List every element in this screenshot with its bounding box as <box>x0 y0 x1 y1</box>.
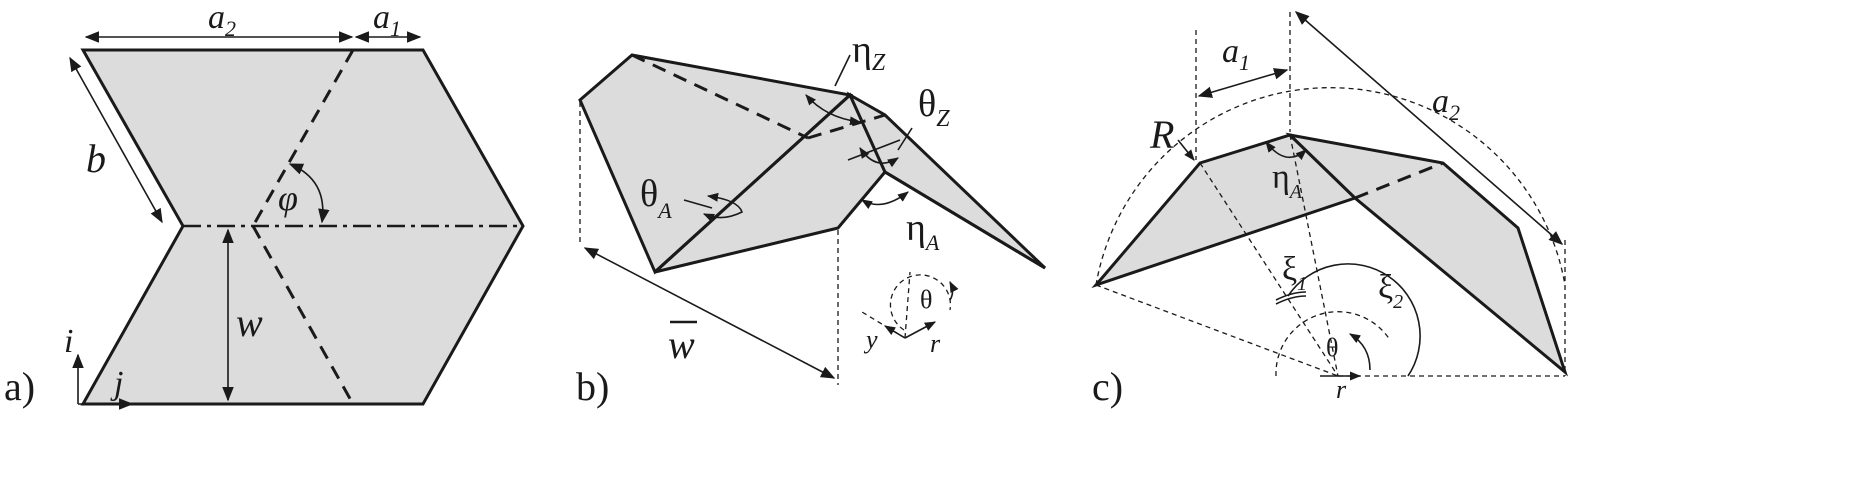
panel-b-eta-z-arc <box>805 94 862 126</box>
panel-c-xi1-arc <box>1275 291 1307 301</box>
panel-a-lower-fold-dashed <box>251 225 355 405</box>
panel-c-theta-label: θ <box>1326 333 1338 362</box>
panel-b-local-theta-arrow <box>949 280 959 301</box>
panel-a-label: a) <box>4 364 35 409</box>
panel-c-R-label: R <box>1149 112 1174 157</box>
panel-c-a2-dimension-arrow <box>1294 11 1564 245</box>
panel-c-r-label: r <box>1336 375 1347 404</box>
panel-c-xi1-label: ξ1 <box>1282 251 1307 295</box>
panel-a-phi-label: φ <box>278 178 298 218</box>
panel-b-theta-a-arc <box>702 192 743 223</box>
panel-b-y-axis-arrow <box>884 325 906 339</box>
panel-b-theta-z-tick <box>847 139 901 161</box>
panel-c-label: c) <box>1092 364 1123 409</box>
panel-c-R-leader <box>1177 139 1195 161</box>
panel-a-a1-label: a1 <box>373 0 401 41</box>
panel-b-theta-a-leader <box>683 199 713 209</box>
panel-c-theta-dashed-arc <box>1275 311 1391 377</box>
panel-a-phi-angle-arc <box>288 163 330 224</box>
panel-b-theta-a-label: θA <box>640 173 672 223</box>
panel-a-unfolded-pattern: a2 a1 b φ w i j a) <box>4 0 525 410</box>
panel-b-theta-z-leader <box>897 127 913 151</box>
panel-b-vertical-axis-dashed <box>904 271 911 339</box>
panel-a-i-label: i <box>64 323 73 360</box>
panel-b-eta-z-label: ηZ <box>852 29 886 76</box>
panel-b-eta-a-label: ηA <box>906 207 940 255</box>
panel-a-a2-label: a2 <box>208 0 236 41</box>
panel-c-a1-dimension-arrow <box>1197 68 1289 98</box>
panel-b-theta-z-arc <box>859 147 899 168</box>
panel-c-xi2-label: ξ2 <box>1378 269 1403 313</box>
panel-b-local-theta-arc <box>889 274 952 331</box>
panel-b-r-axis-arrow <box>904 321 936 339</box>
panel-c-xi2-arc <box>1287 263 1421 377</box>
panel-b-y-label: y <box>863 325 878 354</box>
panel-b-top-dashed-fold <box>631 53 809 140</box>
panel-b-wing-lower-edge <box>884 170 1046 270</box>
panel-a-w-label: w <box>236 300 263 345</box>
panel-c-bounding-circle <box>1095 87 1566 286</box>
panel-a-b-label: b <box>86 136 106 181</box>
panel-b-theta-label: θ <box>920 285 932 314</box>
panel-c-r-line-dashed <box>1199 162 1339 377</box>
panel-b-wbar-dimension-arrow <box>583 247 836 379</box>
panel-a-upper-fold-dashed <box>251 49 355 227</box>
panel-c-a2-label: a2 <box>1432 83 1460 125</box>
panel-b-eta-a-arc <box>861 191 909 210</box>
panel-c-eta-a-arc <box>1265 141 1307 161</box>
panel-c-left-radius-dashed <box>1095 284 1339 377</box>
panel-c-theta-arrow <box>1349 333 1371 371</box>
panel-c-top-view: a1 a2 R ηA ξ1 ξ2 θ r c) <box>1091 11 1569 409</box>
panel-c-eta-a-label: ηA <box>1272 159 1303 203</box>
panel-b-mid-dashed-fold <box>807 113 886 140</box>
panel-b-r-label: r <box>930 329 941 358</box>
panel-b-eta-z-leader <box>834 54 851 87</box>
panel-a-b-dimension-arrow <box>69 56 163 224</box>
panel-c-a1-label: a1 <box>1222 33 1250 75</box>
panel-b-theta-z-label: θZ <box>918 83 950 132</box>
panel-b-wbar-label: w <box>668 322 695 367</box>
panel-b-label: b) <box>576 364 609 409</box>
panel-c-xi1-arc-2 <box>1275 295 1307 305</box>
panel-b-folded-3d-view: ηZ θZ θA ηA w θ y r b) <box>576 29 1047 409</box>
panel-a-j-label: j <box>110 365 123 402</box>
